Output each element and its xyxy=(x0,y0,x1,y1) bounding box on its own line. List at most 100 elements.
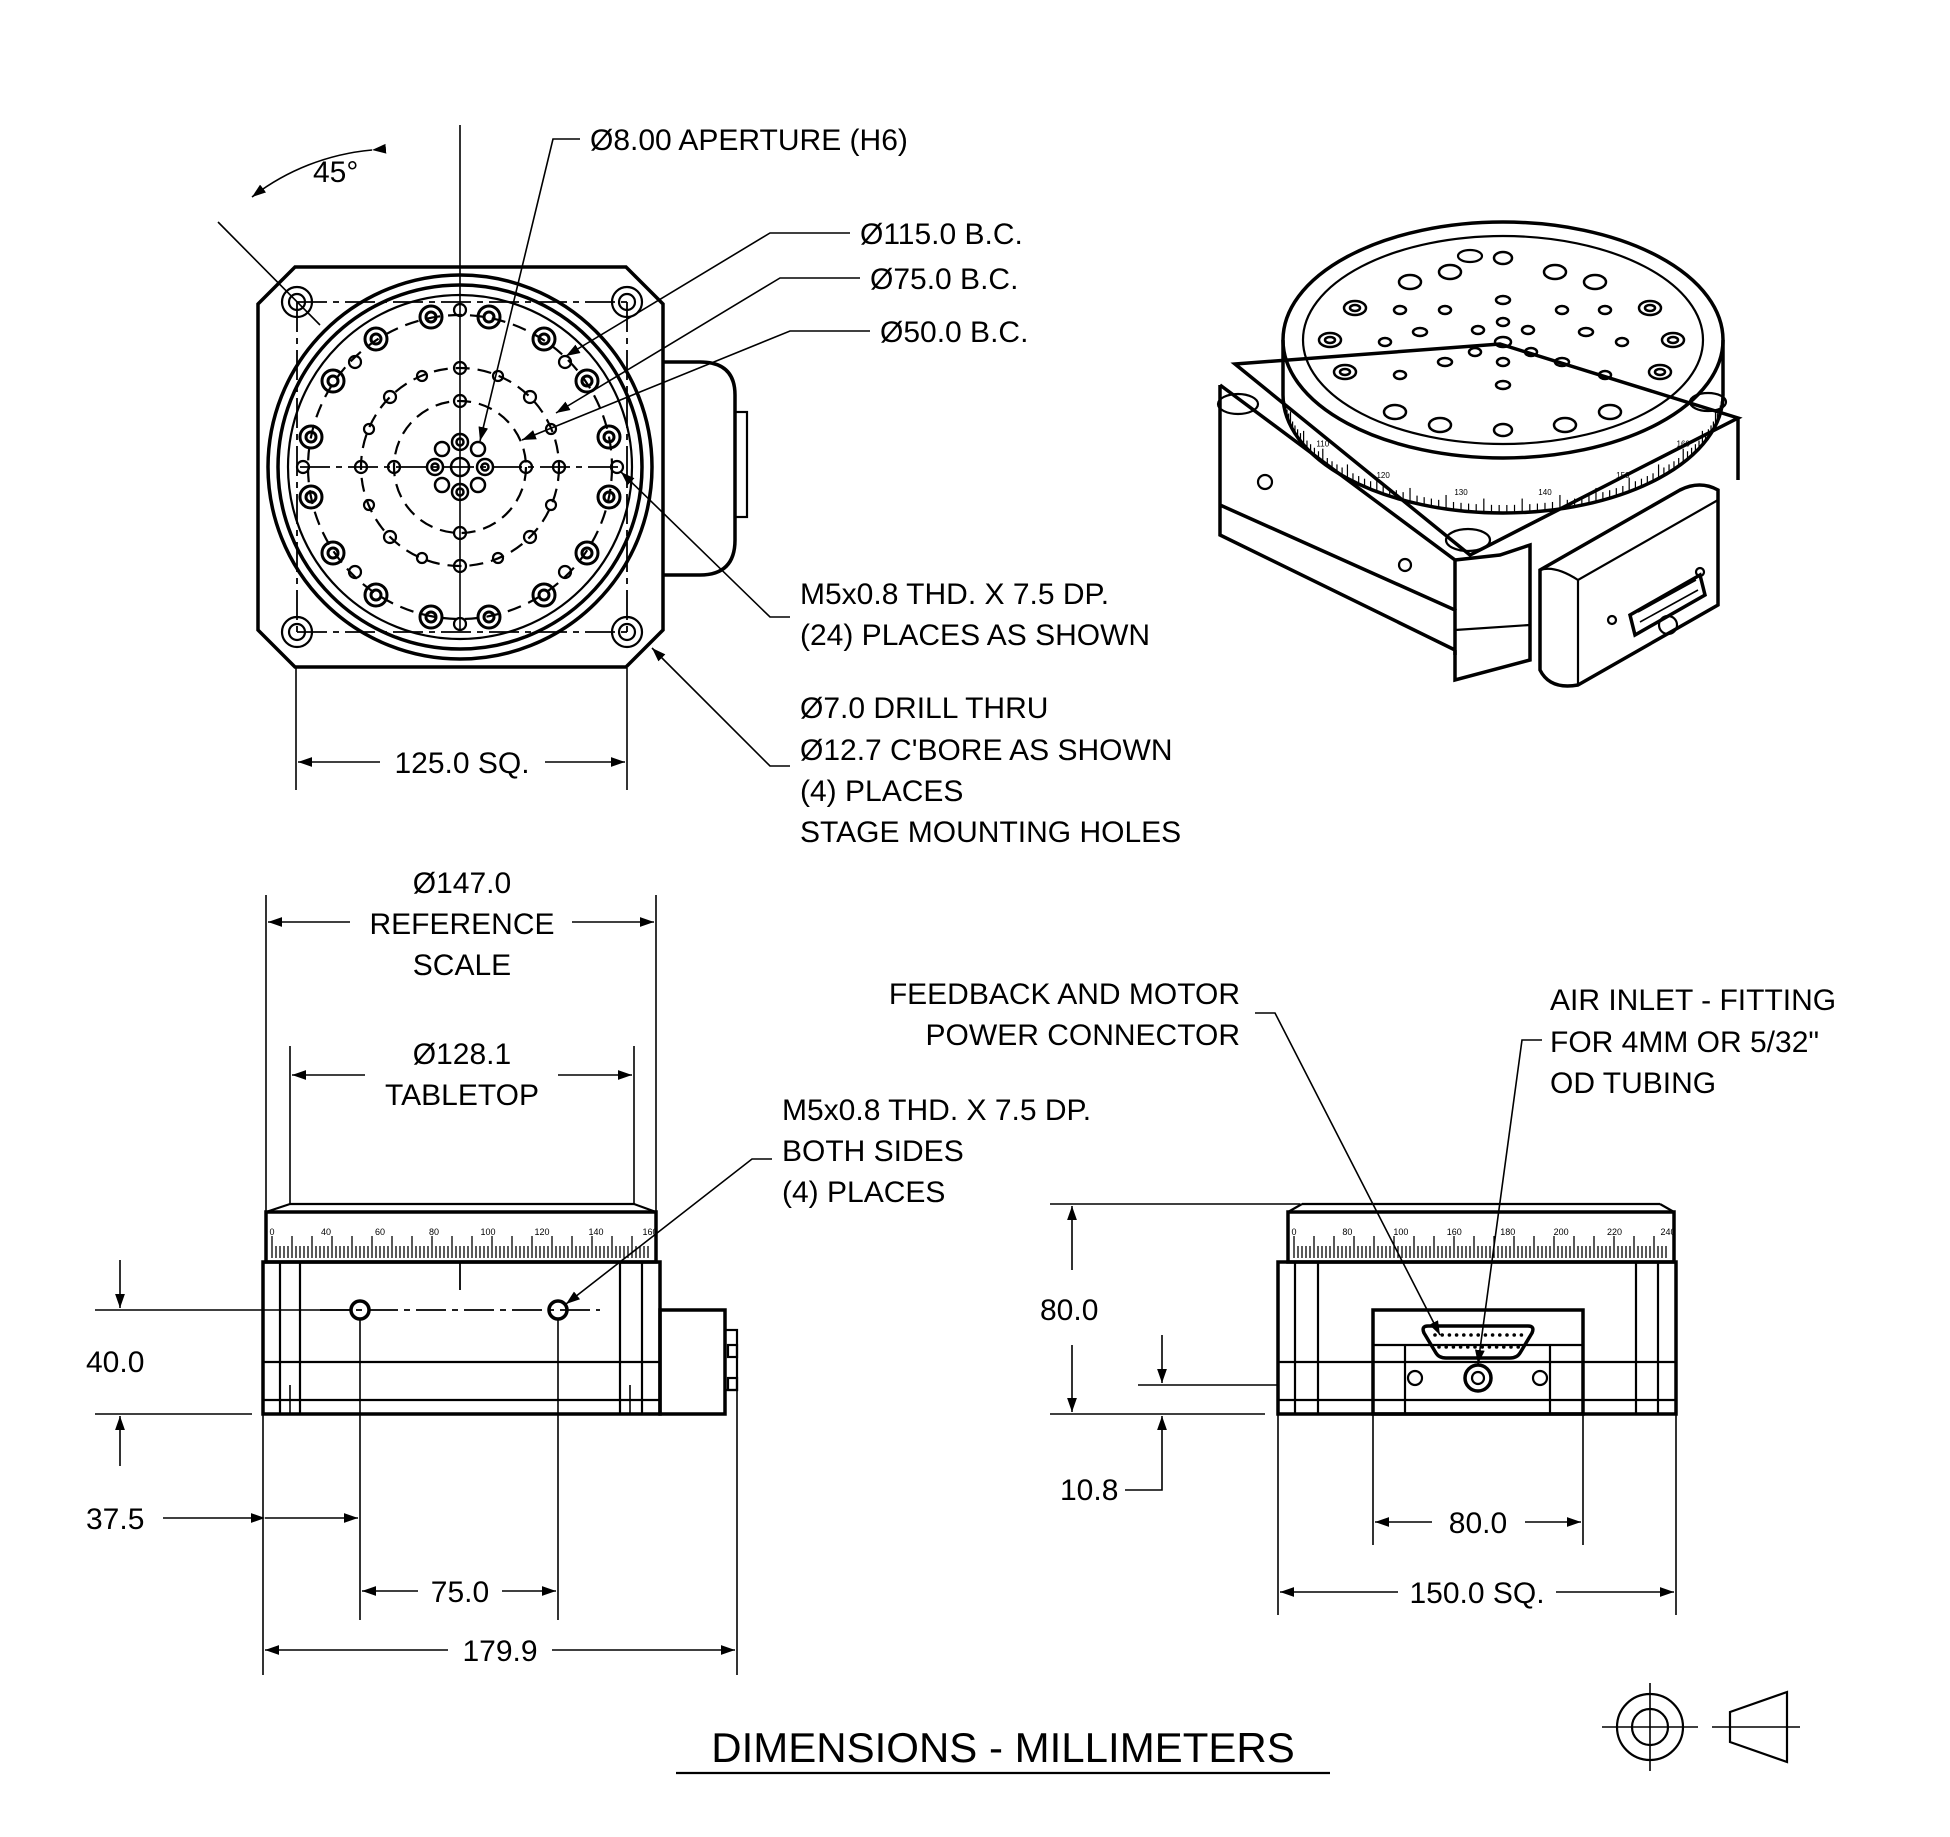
tap-note-line2: (24) PLACES AS SHOWN xyxy=(800,619,1150,652)
mounting-hole xyxy=(280,615,314,649)
air-inlet-line3: OD TUBING xyxy=(1550,1067,1716,1100)
pin xyxy=(1462,1333,1466,1337)
scale-mark-label: 240 xyxy=(1660,1227,1675,1237)
pin xyxy=(1509,1345,1513,1349)
scale-mark-label: 120 xyxy=(534,1227,549,1237)
pin xyxy=(1469,1333,1473,1337)
dimension-80-width: 80.0 xyxy=(1449,1507,1507,1540)
pin xyxy=(1512,1333,1516,1337)
reference-scale-label: REFERENCE xyxy=(369,908,554,941)
pin xyxy=(1516,1345,1520,1349)
mounting-hole xyxy=(610,285,644,319)
dimension-10-8: 10.8 xyxy=(1060,1474,1118,1507)
drill-note-line4: STAGE MOUNTING HOLES xyxy=(800,816,1181,849)
scale-mark-label: 160 xyxy=(642,1227,657,1237)
scale-mark-label: 160 xyxy=(1447,1227,1462,1237)
reference-scale-label2: SCALE xyxy=(413,949,511,982)
bolt-circle-50 xyxy=(392,399,528,535)
center-hole-cluster xyxy=(425,432,495,502)
dimension-150-sq: 150.0 SQ. xyxy=(1409,1577,1544,1610)
drill-note-line1: Ø7.0 DRILL THRU xyxy=(800,692,1048,725)
scale-mark-label: 80 xyxy=(429,1227,439,1237)
top-view-connector-housing xyxy=(663,360,737,577)
scale-mark-label: 60 xyxy=(375,1227,385,1237)
connector-pins xyxy=(1433,1333,1524,1349)
scale-mark-label: 200 xyxy=(1554,1227,1569,1237)
tap-note-line1: M5x0.8 THD. X 7.5 DP. xyxy=(800,578,1109,611)
bolt-circle-75-label: Ø75.0 B.C. xyxy=(870,263,1018,296)
dimension-80-height: 80.0 xyxy=(1040,1294,1098,1327)
drawing-title: DIMENSIONS - MILLIMETERS xyxy=(711,1724,1294,1771)
pin xyxy=(1473,1345,1477,1349)
bolt-circle-115-label: Ø115.0 B.C. xyxy=(860,218,1023,251)
scale-mark-label: 130 xyxy=(1454,488,1468,497)
pin xyxy=(1502,1345,1506,1349)
mounting-hole xyxy=(610,615,644,649)
scale-mark-label: 0 xyxy=(269,1227,274,1237)
scale-mark-label: 120 xyxy=(1376,471,1390,480)
tabletop-label: TABLETOP xyxy=(385,1079,539,1112)
projection-symbol xyxy=(1602,1683,1800,1771)
db-connector xyxy=(1421,1324,1535,1360)
pin xyxy=(1519,1333,1524,1337)
scale-mark-label: 160 xyxy=(1677,440,1691,449)
reference-scale-dia: Ø147.0 xyxy=(413,867,511,900)
dimension-125-sq: 125.0 SQ. xyxy=(394,747,529,780)
pin xyxy=(1444,1345,1448,1349)
dimension-75: 75.0 xyxy=(431,1576,489,1609)
feedback-connector-line1: FEEDBACK AND MOTOR xyxy=(889,978,1240,1011)
front-body xyxy=(261,1260,662,1416)
iso-connector-box xyxy=(1538,483,1720,688)
bolt-circle-75 xyxy=(359,366,561,568)
pin xyxy=(1433,1333,1437,1337)
pin xyxy=(1498,1333,1502,1337)
pin xyxy=(1494,1345,1499,1349)
scale-mark-label: 0 xyxy=(1291,1227,1296,1237)
pin xyxy=(1458,1345,1463,1349)
tabletop-dia: Ø128.1 xyxy=(413,1038,511,1071)
side-thread-line3: (4) PLACES xyxy=(782,1176,945,1209)
drill-note-line3: (4) PLACES xyxy=(800,775,963,808)
feedback-connector-line2: POWER CONNECTOR xyxy=(926,1019,1240,1052)
scale-mark-label: 100 xyxy=(480,1227,495,1237)
air-inlet-line1: AIR INLET - FITTING xyxy=(1550,984,1836,1017)
scale-mark-label: 220 xyxy=(1607,1227,1622,1237)
scale-mark-label: 150 xyxy=(1616,471,1630,480)
scale-mark-label: 140 xyxy=(1538,488,1552,497)
dimension-40: 40.0 xyxy=(86,1346,144,1379)
bolt-circle-50-label: Ø50.0 B.C. xyxy=(880,316,1028,349)
iso-rotary-table xyxy=(1281,220,1725,460)
scale-mark-label: 100 xyxy=(1393,1227,1408,1237)
side-connector-box xyxy=(1371,1308,1585,1416)
scale-mark-label: 40 xyxy=(321,1227,331,1237)
top-view-connector-plug xyxy=(733,410,749,519)
pin xyxy=(1466,1345,1470,1349)
pin xyxy=(1476,1333,1480,1337)
scale-mark-label: 80 xyxy=(1342,1227,1352,1237)
pin xyxy=(1490,1333,1495,1337)
mounting-hole xyxy=(280,285,314,319)
pin xyxy=(1454,1333,1459,1337)
drill-note-line2: Ø12.7 C'BORE AS SHOWN xyxy=(800,734,1173,767)
iso-table-holes xyxy=(1317,250,1686,438)
dimension-37-5: 37.5 xyxy=(86,1503,144,1536)
mid-circle-holes xyxy=(353,360,567,574)
pin xyxy=(1447,1333,1452,1337)
top-view: 45° Ø8.00 APERTURE (H6) Ø115.0 B.C. Ø75.… xyxy=(217,124,1181,849)
side-thread-line1: M5x0.8 THD. X 7.5 DP. xyxy=(782,1094,1091,1127)
air-inlet-fitting xyxy=(1463,1363,1493,1393)
outer-threaded-holes xyxy=(298,304,622,630)
aperture-label: Ø8.00 APERTURE (H6) xyxy=(590,124,908,157)
dimension-179-9: 179.9 xyxy=(462,1635,537,1668)
pin xyxy=(1437,1345,1441,1349)
side-thread-line2: BOTH SIDES xyxy=(782,1135,964,1168)
pin xyxy=(1451,1345,1456,1349)
top-view-base-outline xyxy=(256,265,665,669)
